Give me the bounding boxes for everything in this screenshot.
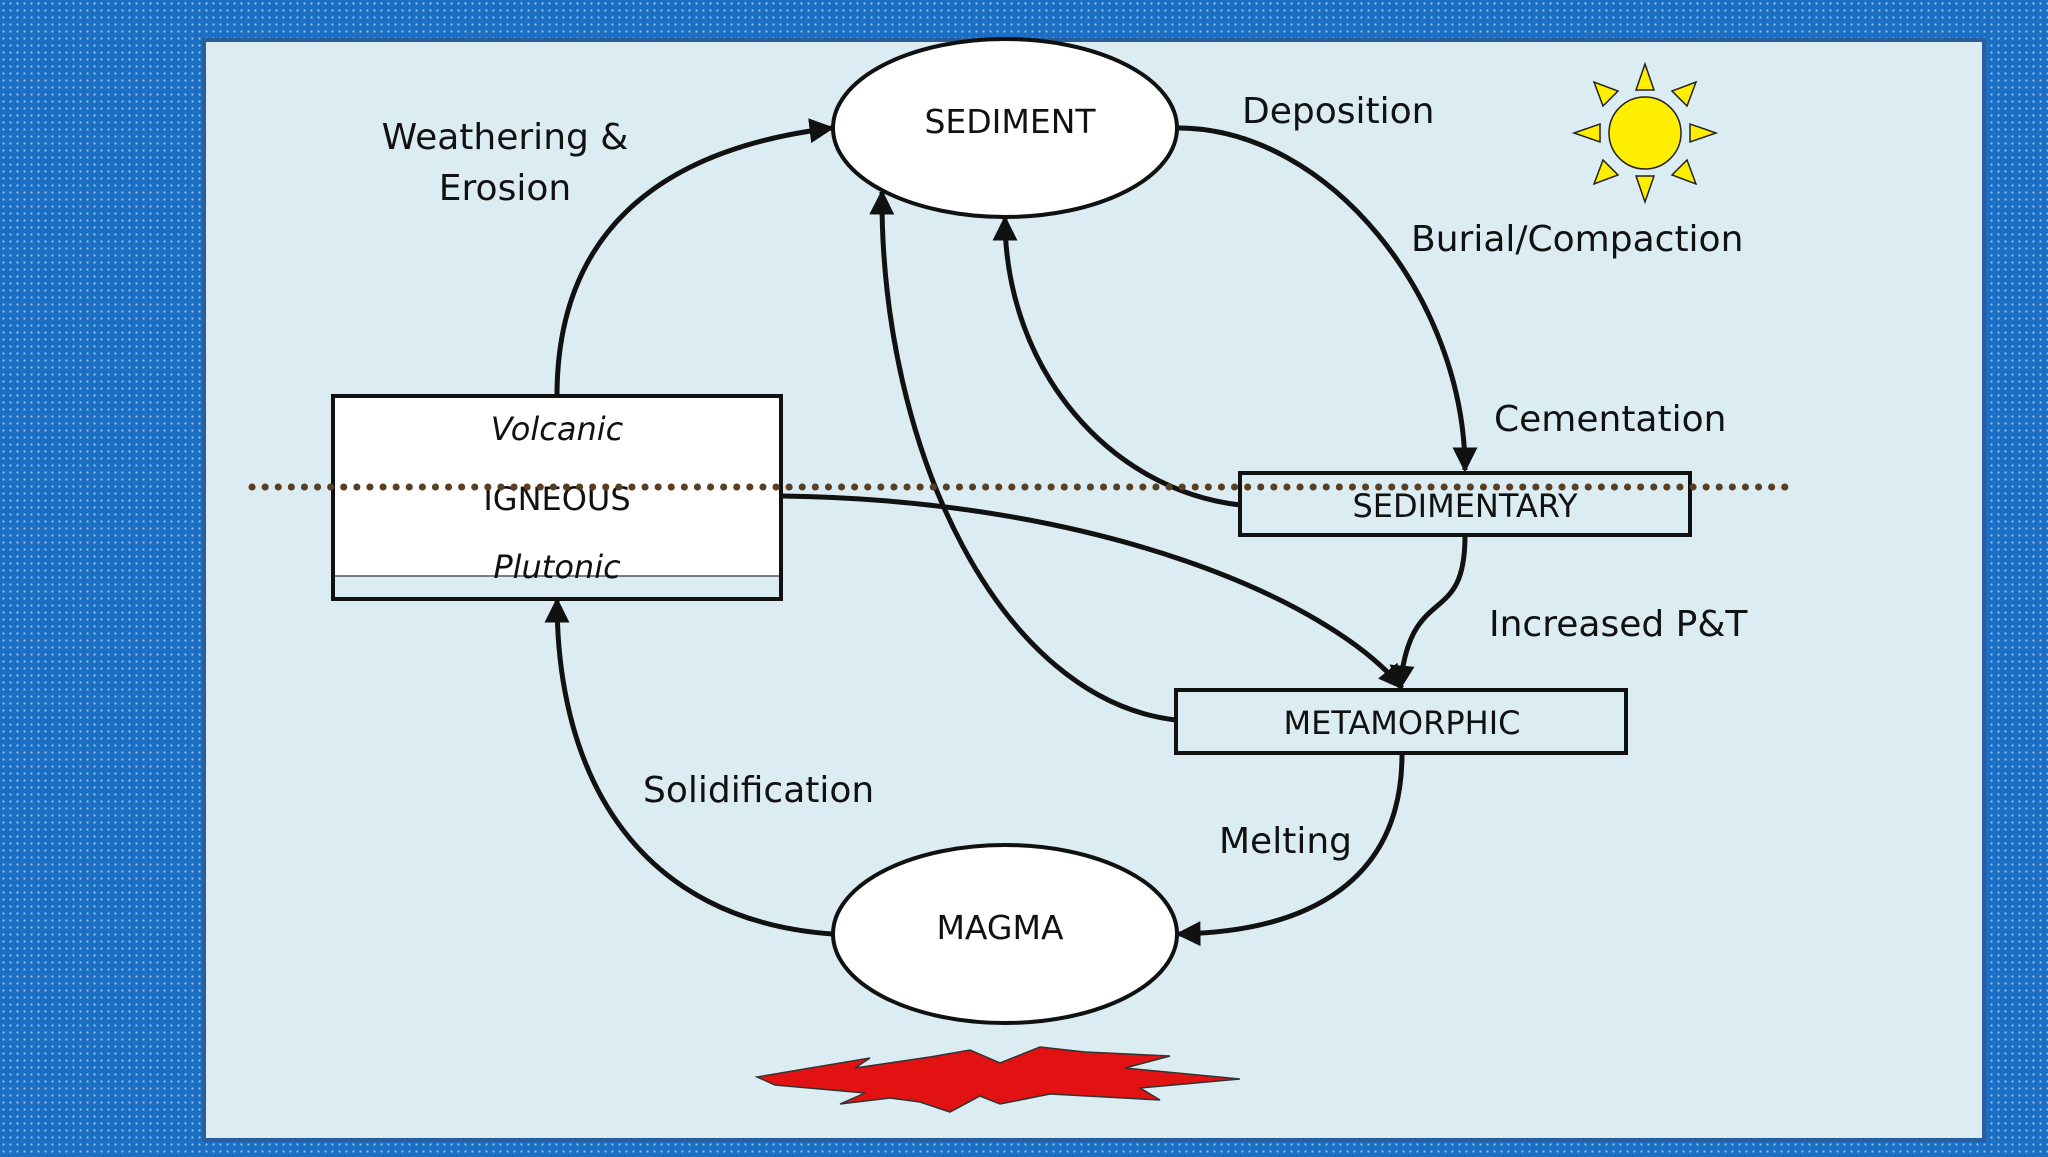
volcanic-label: Volcanic [491, 410, 624, 448]
weathering-label: Weathering & [382, 117, 629, 158]
sedimentary-label: SEDIMENTARY [1352, 487, 1578, 525]
magma-node: MAGMA [831, 843, 1179, 1025]
arrow-solidification [544, 597, 833, 937]
melting-label: Melting [1219, 821, 1352, 862]
increased-pt-label: Increased P&T [1489, 604, 1748, 645]
arrow-melting [1175, 753, 1405, 947]
metamorphic-node: METAMORPHIC [1174, 688, 1628, 755]
solidification-label: Solidification [643, 770, 874, 811]
sediment-label: SEDIMENT [924, 102, 1096, 141]
deposition-label: Deposition [1242, 91, 1434, 132]
arrow-deposition-burial [1177, 125, 1478, 473]
arrow-metamorphic-to-sediment [869, 189, 1177, 723]
arrow-sedimentary-to-metamorphic [1389, 535, 1468, 691]
igneous-node: Volcanic IGNEOUS Plutonic [331, 394, 783, 601]
burial-compaction-label: Burial/Compaction [1411, 219, 1743, 260]
erosion-label: Erosion [439, 168, 571, 209]
heat-burst-icon [754, 1046, 1241, 1113]
plutonic-label: Plutonic [493, 548, 621, 586]
metamorphic-label: METAMORPHIC [1284, 704, 1521, 742]
arrow-sedimentary-to-sediment [992, 215, 1241, 508]
sun-icon [1571, 61, 1719, 205]
cementation-label: Cementation [1494, 399, 1726, 440]
arrow-igneous-to-metamorphic [781, 493, 1404, 690]
arrow-weathering-erosion [554, 118, 835, 397]
sedimentary-node: SEDIMENTARY [1238, 471, 1692, 537]
sediment-node: SEDIMENT [831, 37, 1179, 219]
magma-label: MAGMA [936, 908, 1064, 947]
